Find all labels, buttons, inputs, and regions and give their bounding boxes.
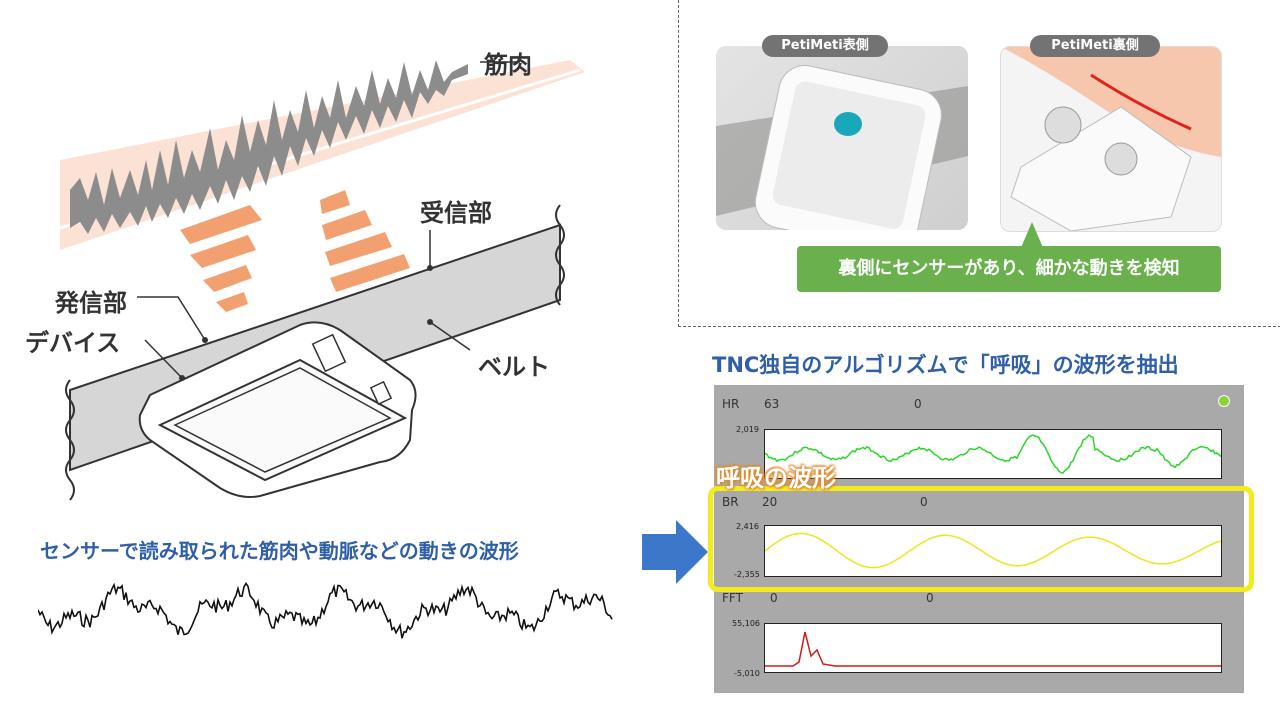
raw-sensor-waveform	[38, 582, 613, 639]
hr-name: HR	[722, 397, 740, 411]
muscle-waveform	[70, 60, 468, 234]
hr-value: 63	[764, 397, 780, 411]
front-label: PetiMeti表側	[762, 35, 888, 57]
hr-ymax: 2,019	[736, 425, 759, 434]
fft-name: FFT	[722, 591, 743, 605]
photo-front	[716, 46, 968, 230]
br-value2: 0	[920, 495, 928, 509]
callout-sensor: 裏側にセンサーがあり、細かな動きを検知	[797, 246, 1221, 292]
hr-plot	[764, 429, 1222, 479]
br-plot	[764, 525, 1222, 577]
br-name: BR	[722, 495, 739, 509]
breathing-label: 呼吸の波形	[716, 464, 836, 492]
fft-value: 0	[770, 591, 778, 605]
br-ymin: -2,355	[734, 570, 760, 579]
monitor-title: TNC独自のアルゴリズムで「呼吸」の波形を抽出	[712, 353, 1179, 377]
back-label: PetiMeti裏側	[1030, 35, 1160, 57]
hr-value2: 0	[914, 397, 922, 411]
fft-value2: 0	[926, 591, 934, 605]
waveform-caption: センサーで読み取られた筋肉や動脈などの動きの波形	[40, 539, 519, 563]
device-back-image	[1001, 47, 1221, 231]
photo-back	[1000, 46, 1222, 232]
br-value: 20	[762, 495, 778, 509]
label-muscle: 筋肉	[484, 51, 532, 79]
fft-ymax: 55,106	[732, 619, 760, 628]
receive-wave-right	[320, 190, 410, 292]
arrow-right-icon	[642, 520, 708, 584]
label-belt: ベルト	[478, 353, 550, 381]
fft-plot	[764, 623, 1222, 673]
transmit-wave-left	[180, 205, 262, 312]
device-body	[138, 321, 417, 498]
breathing-highlight	[708, 486, 1254, 592]
monitor-screen: HR 63 0 2,019 BR 20 0 2,416 -2,355 FFT 0…	[714, 385, 1244, 693]
device-front-image	[716, 65, 968, 230]
sensor-diagram	[59, 60, 585, 501]
label-device: デバイス	[25, 329, 121, 357]
label-transmitter: 発信部	[55, 289, 127, 317]
br-ymax: 2,416	[736, 522, 759, 531]
fft-ymin: -5,010	[734, 669, 760, 678]
callout-pointer	[1020, 222, 1044, 250]
status-dot	[1218, 395, 1230, 407]
photo-panel	[678, 0, 1280, 327]
label-receiver: 受信部	[420, 199, 492, 227]
